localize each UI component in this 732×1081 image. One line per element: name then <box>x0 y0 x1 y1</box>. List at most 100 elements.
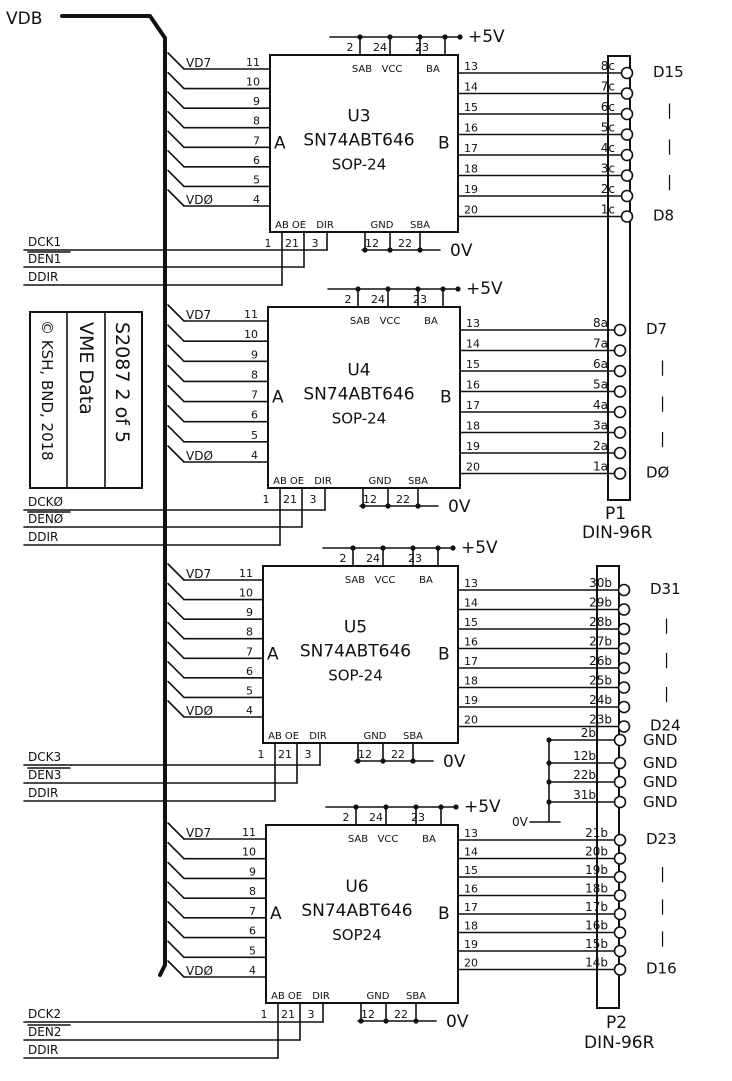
connector-pin <box>620 87 634 100</box>
top-pin-number: 24 <box>369 811 383 824</box>
bus-entry <box>167 130 185 149</box>
bottom-pin-label: AB <box>271 991 285 1002</box>
range-dash: | <box>660 897 665 915</box>
b-pin-number: 20 <box>464 204 478 217</box>
connector-contact-label: 4a <box>593 398 608 412</box>
bottom-pin-label: OE <box>285 731 299 742</box>
connector-contact-label: 5c <box>601 121 615 135</box>
bus-entry <box>167 324 185 342</box>
b-pin-number: 15 <box>464 101 478 114</box>
bus-entry <box>167 621 185 640</box>
bottom-pin-number: 22 <box>396 493 410 506</box>
junction-dot <box>413 804 419 810</box>
junction-dot <box>457 34 463 40</box>
control-signal-label: DDIR <box>28 1043 58 1057</box>
top-pin-number: 2 <box>343 811 350 824</box>
side-a-label: A <box>270 904 282 924</box>
bus-entry <box>167 602 185 620</box>
connector-contact-label: 6c <box>601 100 615 114</box>
range-dash: | <box>664 684 669 702</box>
bottom-pin-label: GND <box>367 991 390 1002</box>
range-dash: | <box>660 864 665 882</box>
a-signal-label: VDØ <box>186 449 213 463</box>
bottom-pin-label: GND <box>364 731 387 742</box>
connector-p2-type: DIN-96R <box>584 1033 655 1053</box>
bottom-pin-label: SBA <box>410 220 430 231</box>
a-pin-number: 6 <box>249 925 256 938</box>
data-bit-high-label: D31 <box>650 580 681 598</box>
connector-pin <box>617 661 631 675</box>
bus-entry <box>167 364 185 383</box>
a-pin-number: 5 <box>253 173 260 186</box>
ground-label: 0V <box>446 1012 469 1032</box>
bus-entry <box>167 901 185 919</box>
bottom-pin-label: SBA <box>406 991 426 1002</box>
bus-entry <box>167 960 185 978</box>
a-signal-label: VD7 <box>186 308 211 322</box>
a-signal-label: VDØ <box>186 704 213 718</box>
control-signal-label: DCK1 <box>28 235 61 249</box>
bottom-pin-number: 21 <box>285 237 299 250</box>
b-pin-number: 16 <box>464 883 478 896</box>
b-pin-number: 18 <box>464 920 478 933</box>
connector-contact-label: 7a <box>593 337 608 351</box>
bottom-pin-number: 1 <box>258 748 265 761</box>
b-pin-number: 15 <box>466 358 480 371</box>
b-pin-number: 18 <box>464 675 478 688</box>
top-pin-label: SAB <box>352 64 372 75</box>
bus-entry <box>167 861 185 880</box>
bus-entry <box>167 71 185 90</box>
junction-dot <box>455 286 461 292</box>
connector-contact-label: 8a <box>593 316 608 330</box>
a-pin-number: 7 <box>253 134 260 147</box>
vdb-label: VDB <box>6 9 42 29</box>
connector-pin <box>613 344 627 357</box>
bus-entry <box>167 841 185 860</box>
b-pin-number: 15 <box>464 616 478 629</box>
a-pin-number: 8 <box>246 626 253 639</box>
title-block: © KSH, BND, 2018 VME Data S2087 2 of 5 <box>29 311 143 489</box>
top-pin-number: 24 <box>373 41 387 54</box>
a-pin-number: 4 <box>246 704 253 717</box>
bottom-pin-label: AB <box>273 476 287 487</box>
connector-pin <box>617 720 631 733</box>
b-pin-number: 16 <box>464 122 478 135</box>
bus-entry <box>167 169 185 188</box>
a-pin-number: 9 <box>249 865 256 878</box>
bus-entry <box>167 822 185 840</box>
top-pin-number: 24 <box>366 552 380 565</box>
bottom-pin-number: 21 <box>281 1008 295 1021</box>
connector-pin <box>613 944 627 958</box>
bus-entry <box>167 404 185 423</box>
connector-contact-label: 27b <box>589 635 612 649</box>
top-pin-number: 2 <box>340 552 347 565</box>
connector-pin <box>613 385 627 398</box>
connector-contact-label: 3a <box>593 419 608 433</box>
junction-dot <box>417 34 423 40</box>
bottom-pin-number: 1 <box>265 237 272 250</box>
range-dash: | <box>667 101 672 119</box>
junction-dot <box>357 34 363 40</box>
junction-dot <box>410 758 416 764</box>
a-pin-number: 4 <box>249 964 256 977</box>
connector-contact-label: 16b <box>585 919 608 933</box>
top-pin-label: BA <box>424 316 438 327</box>
bottom-pin-label: AB <box>275 220 289 231</box>
junction-dot <box>362 247 368 253</box>
bottom-pin-label: DIR <box>316 220 334 231</box>
ground-label: 0V <box>448 497 471 517</box>
bus-entry <box>167 445 185 463</box>
side-a-label: A <box>272 388 284 408</box>
b-pin-number: 14 <box>464 597 478 610</box>
b-pin-number: 13 <box>466 317 480 330</box>
title-subject: VME Data <box>75 322 97 415</box>
connector-contact-label: 23b <box>589 713 612 727</box>
junction-dot <box>435 545 441 551</box>
bus-entry <box>167 680 185 699</box>
connector-pin <box>613 907 627 921</box>
chip-part: SN74ABT646 <box>303 385 414 405</box>
bottom-pin-number: 12 <box>361 1008 375 1021</box>
side-b-label: B <box>440 388 452 408</box>
